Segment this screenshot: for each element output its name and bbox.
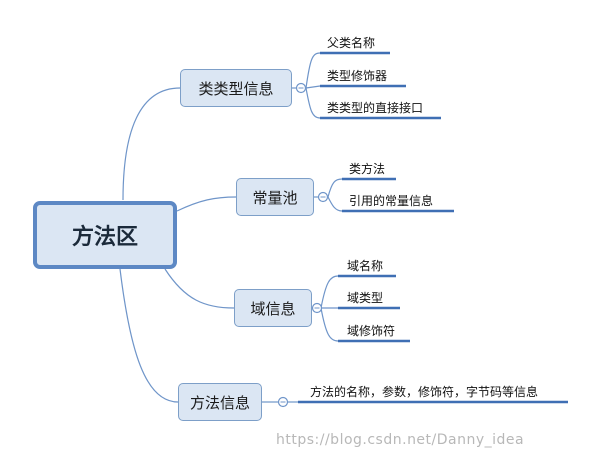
leaf-field-name[interactable]: 域名称: [347, 259, 384, 273]
leaf-type-modifier[interactable]: 类型修饰器: [327, 69, 388, 83]
connector-branch-1-child-1: [305, 52, 321, 89]
leaf-method-details[interactable]: 方法的名称，参数，修饰符，字节码等信息: [310, 385, 539, 399]
connector-branch-1-child-3: [305, 87, 321, 119]
leaf-referenced-constants[interactable]: 引用的常量信息: [349, 194, 434, 208]
root-label: 方法区: [71, 225, 138, 250]
branch-label: 域信息: [250, 299, 296, 318]
branch-node-constant-pool[interactable]: 常量池: [236, 178, 314, 216]
watermark: https://blog.csdn.net/Danny_idea: [276, 432, 525, 448]
leaf-direct-interfaces[interactable]: 类类型的直接接口: [327, 101, 424, 115]
connector-branch-2-child-1: [327, 178, 343, 198]
connector-root-branch-3: [164, 268, 235, 309]
branch-node-method-info[interactable]: 方法信息: [178, 383, 262, 421]
connector-root-branch-4: [119, 268, 179, 403]
branch-label: 常量池: [252, 188, 298, 207]
branch-label: 类类型信息: [198, 79, 274, 98]
root-node[interactable]: 方法区: [33, 201, 177, 269]
leaf-field-modifier[interactable]: 域修饰符: [347, 324, 396, 338]
leaf-class-method[interactable]: 类方法: [349, 162, 386, 176]
connector-branch-3-child-1: [320, 275, 339, 309]
leaf-parent-class-name[interactable]: 父类名称: [327, 36, 376, 50]
connector-branch-2-child-2: [327, 196, 343, 212]
connector-root-branch-2: [176, 196, 237, 212]
branch-node-class-type-info[interactable]: 类类型信息: [180, 69, 292, 107]
connector-branch-3-child-3: [320, 307, 339, 342]
connector-branch-1-child-2: [305, 85, 321, 89]
leaf-field-type[interactable]: 域类型: [347, 291, 384, 305]
branch-label: 方法信息: [189, 393, 250, 412]
branch-node-field-info[interactable]: 域信息: [234, 289, 312, 327]
connector-root-branch-1: [122, 87, 181, 201]
